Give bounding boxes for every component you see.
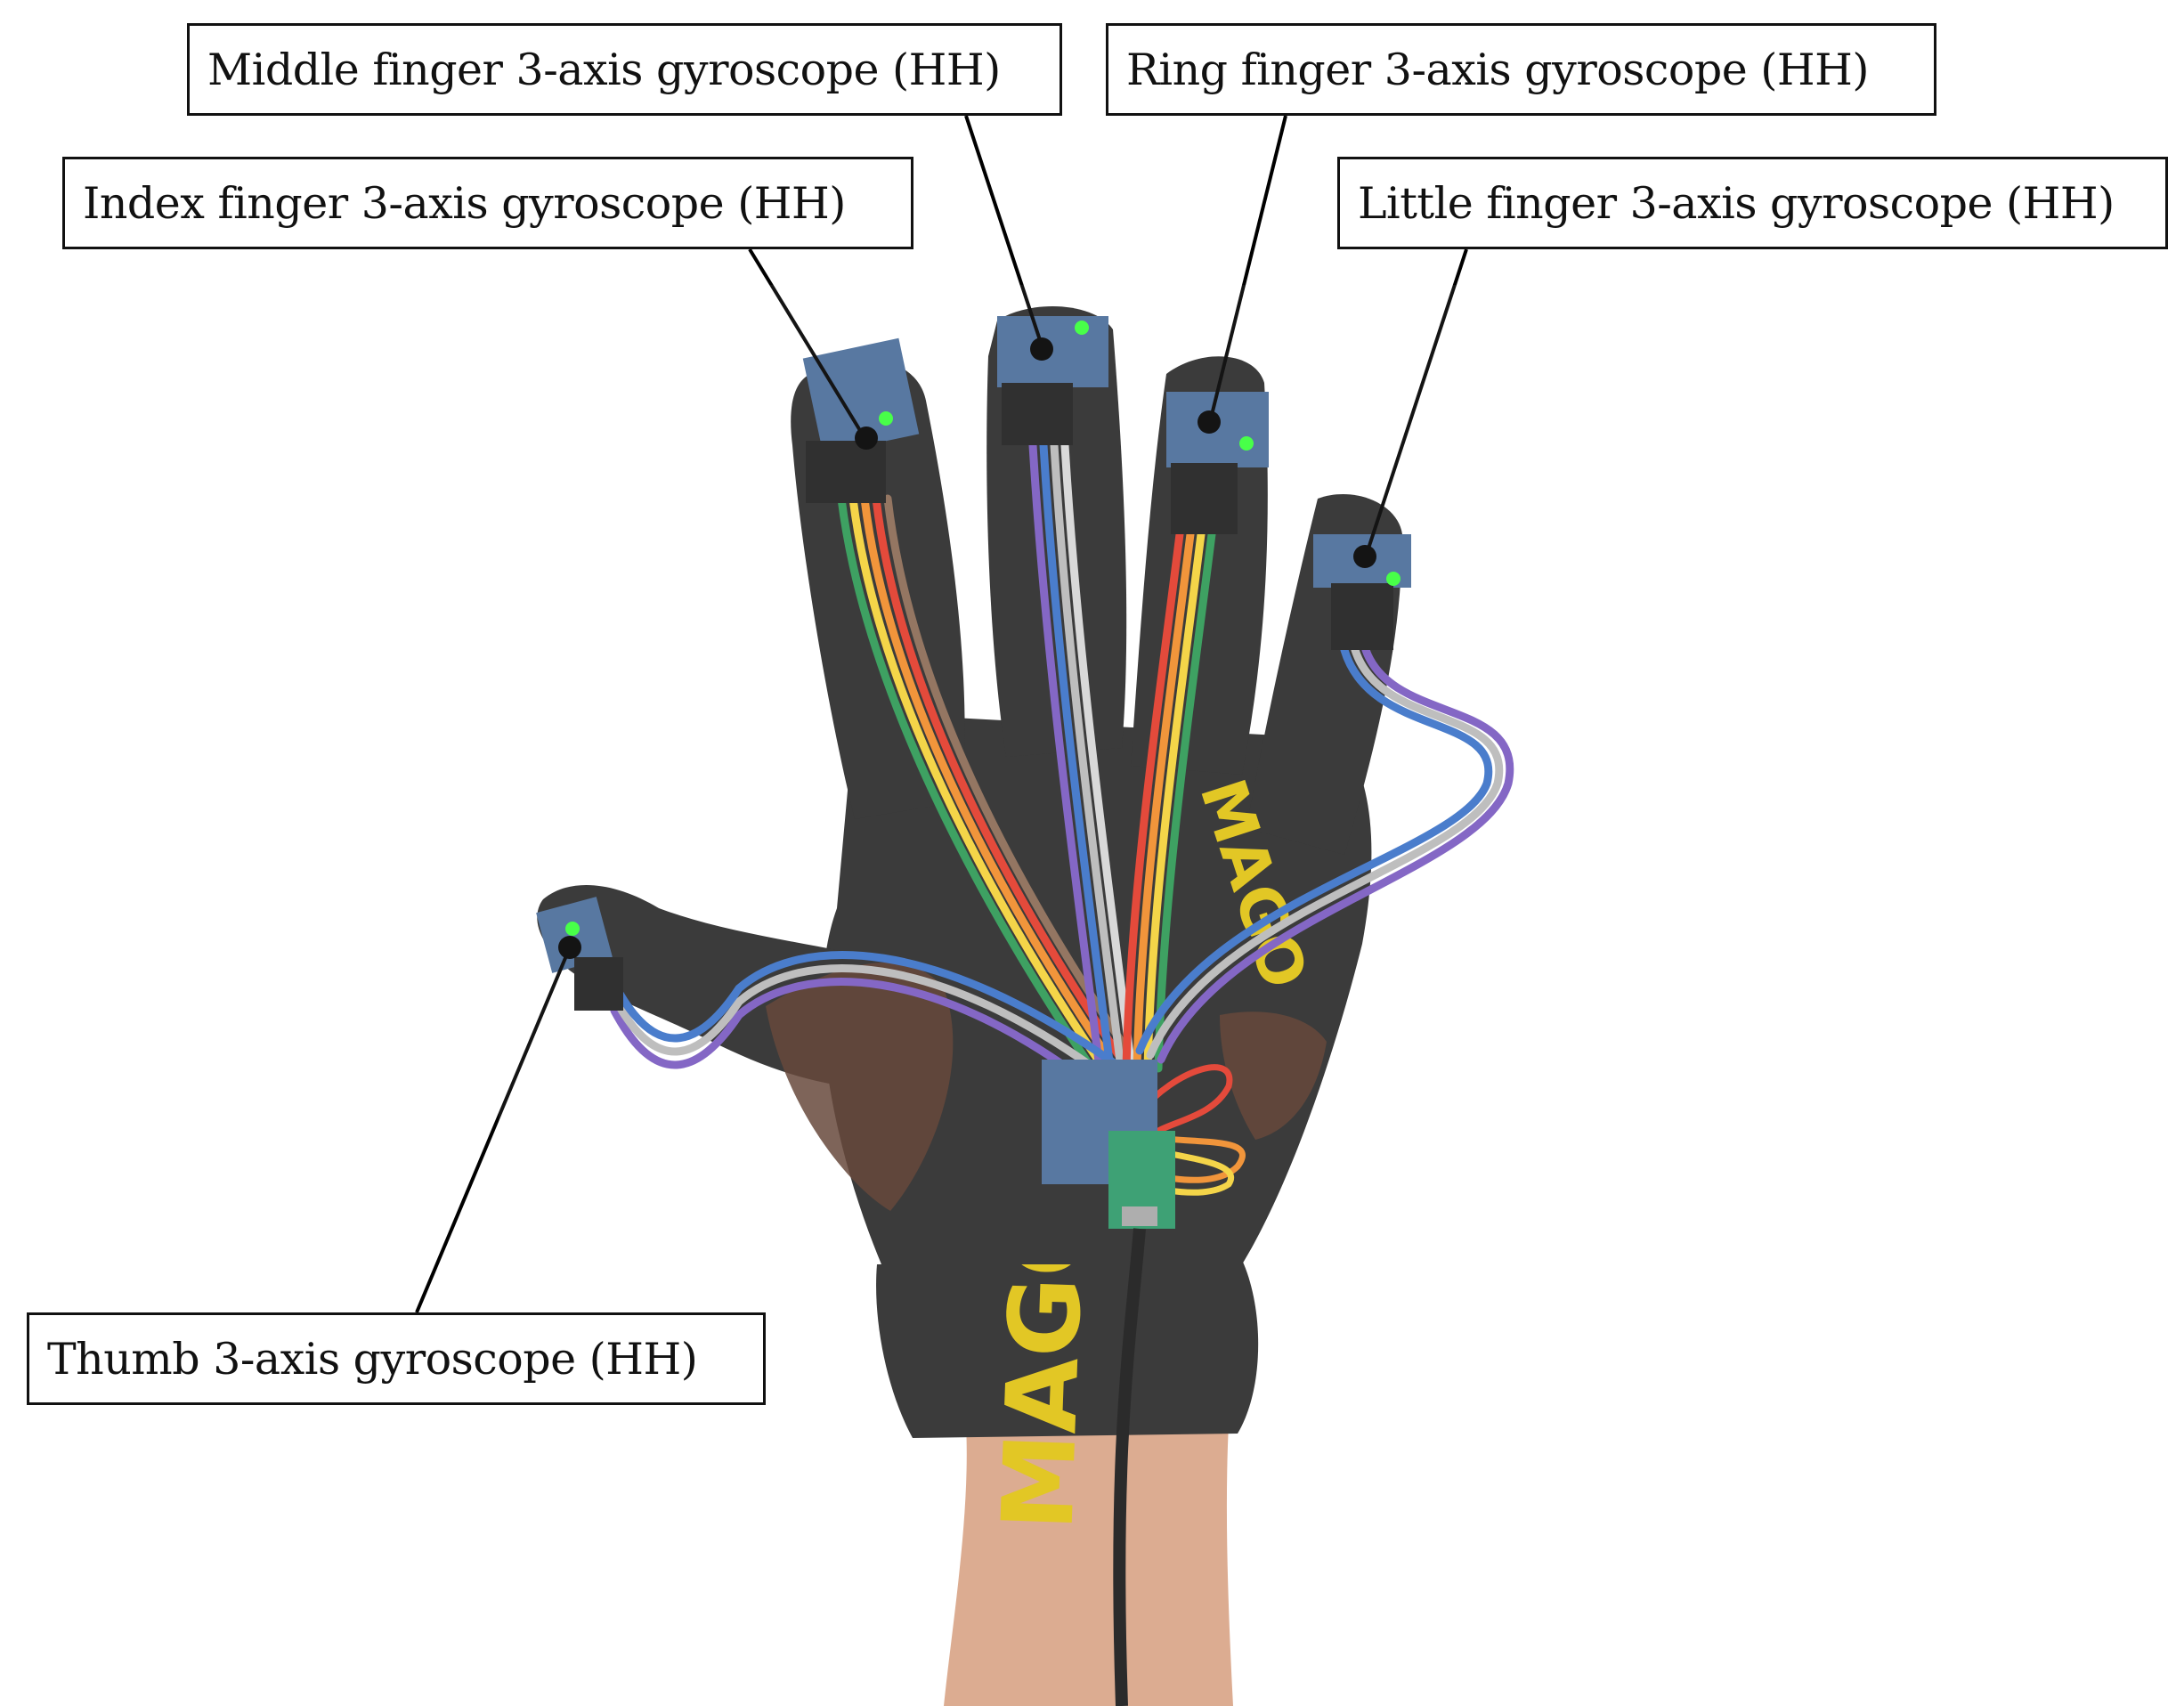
microcontroller-board — [1042, 1060, 1175, 1229]
index-finger-label: Index finger 3-axis gyroscope (HH) — [62, 157, 913, 249]
little-sensor — [1313, 534, 1411, 650]
leader-ring — [1209, 115, 1287, 419]
wire-bundles — [610, 441, 1514, 1196]
ring-finger-label-text: Ring finger 3-axis gyroscope (HH) — [1126, 44, 1869, 95]
forearm — [944, 1425, 1233, 1706]
palm-patch — [766, 963, 954, 1211]
thumb-label-text: Thumb 3-axis gyroscope (HH) — [47, 1333, 698, 1385]
leader-thumb — [415, 946, 572, 1313]
dot-index — [855, 426, 878, 450]
dot-little — [1353, 545, 1376, 568]
photo-fade — [499, 285, 1567, 1706]
little-finger-label-text: Little finger 3-axis gyroscope (HH) — [1358, 177, 2115, 229]
middle-finger-label-text: Middle finger 3-axis gyroscope (HH) — [207, 44, 1001, 95]
sensor-boards — [536, 316, 1411, 1011]
index-finger-label-text: Index finger 3-axis gyroscope (HH) — [83, 177, 846, 229]
usb-cable — [1113, 1228, 1146, 1706]
middle-finger-label: Middle finger 3-axis gyroscope (HH) — [187, 23, 1062, 116]
glove-cuff — [876, 1260, 1259, 1438]
dot-middle — [1030, 337, 1053, 361]
leader-index — [748, 248, 865, 438]
leader-little — [1365, 248, 1468, 555]
palm-patch-right — [1220, 1011, 1327, 1140]
thumb-sensor — [536, 897, 623, 1011]
little-finger-label: Little finger 3-axis gyroscope (HH) — [1337, 157, 2168, 249]
dot-thumb — [558, 936, 581, 959]
ring-finger-label: Ring finger 3-axis gyroscope (HH) — [1106, 23, 1936, 116]
dot-ring — [1198, 410, 1221, 434]
ring-sensor — [1166, 392, 1269, 534]
leader-middle — [964, 115, 1043, 346]
leader-dots — [558, 337, 1376, 959]
thumb-label: Thumb 3-axis gyroscope (HH) — [27, 1312, 766, 1405]
index-sensor — [802, 337, 920, 503]
leader-lines — [415, 115, 1468, 1313]
